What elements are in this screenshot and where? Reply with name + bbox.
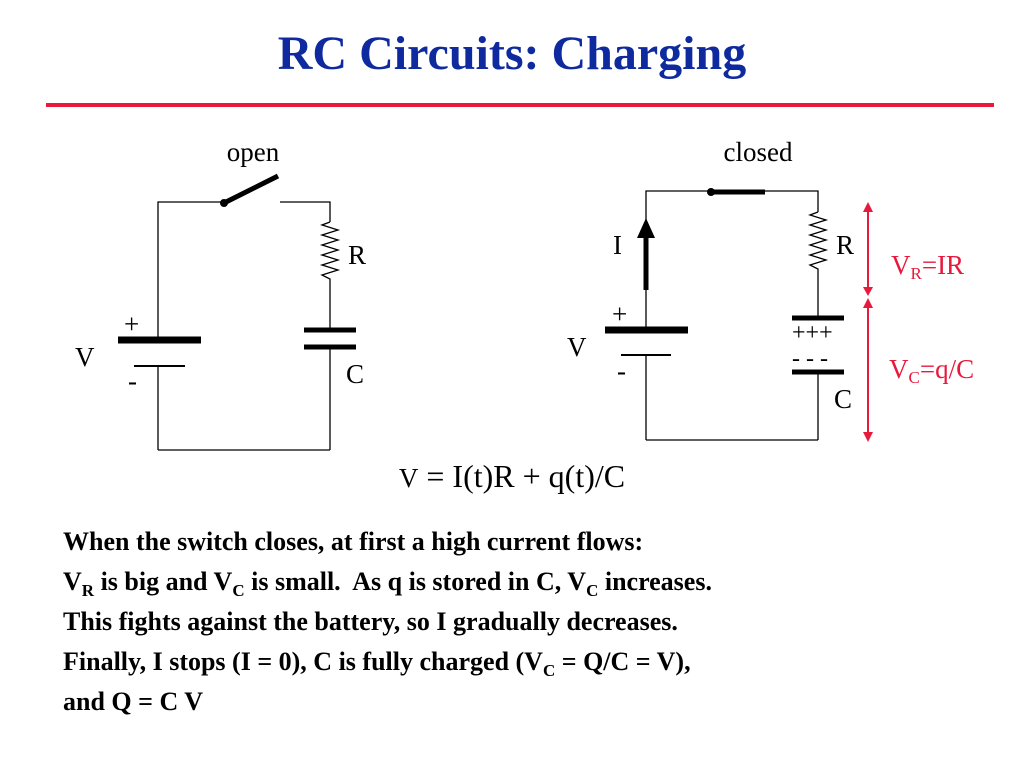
left-capacitor-label: C [346, 359, 364, 389]
left-circuit-open [118, 173, 356, 451]
left-wire-right [280, 201, 331, 222]
right-circuit-closed [605, 188, 844, 441]
left-plus-sign: + [124, 309, 139, 339]
voltage-brackets [863, 202, 873, 442]
current-label: I [613, 230, 622, 260]
vr-bracket-bottom-arrow [863, 287, 873, 296]
explanation-paragraph: When the switch closes, at first a high … [63, 522, 712, 722]
left-minus-sign: - [128, 366, 137, 396]
right-minus-sign: - [617, 356, 626, 386]
left-switch-blade [222, 173, 280, 206]
page-title: RC Circuits: Charging [277, 27, 747, 80]
right-capacitor-label: C [834, 384, 852, 414]
paragraph-line-5: and Q = C V [63, 687, 204, 716]
left-battery-label: V [75, 342, 95, 372]
vc-bracket-top-arrow [863, 298, 873, 308]
paragraph-line-2: VR is big and VC is small. As q is store… [63, 567, 712, 601]
right-resistor-label: R [836, 230, 854, 260]
current-arrow-head [637, 218, 655, 238]
right-state-label: closed [724, 137, 793, 167]
paragraph-line-4: Finally, I stops (I = 0), C is fully cha… [63, 647, 691, 681]
vc-bracket-bottom-arrow [863, 432, 873, 442]
right-battery-label: V [567, 332, 587, 362]
right-wire-top-left [645, 190, 710, 330]
paragraph-line-3: This fights against the battery, so I gr… [63, 607, 678, 636]
left-resistor-label: R [348, 240, 366, 270]
vr-equals-ir: VR=IR [891, 250, 964, 283]
left-state-label: open [227, 137, 280, 167]
loop-equation: V = I(t)R + q(t)/C [398, 458, 626, 494]
left-resistor [319, 221, 341, 284]
left-wire-loop [157, 201, 222, 339]
title-divider [46, 103, 994, 107]
right-resistor [807, 211, 829, 273]
capacitor-minus-charges: - - - [792, 346, 828, 372]
vr-bracket-top-arrow [863, 202, 873, 212]
right-wire-top-right [765, 190, 819, 212]
vc-equals-q-over-c: VC=q/C [889, 354, 974, 387]
paragraph-line-1: When the switch closes, at first a high … [63, 527, 644, 556]
right-plus-sign: + [612, 299, 627, 329]
capacitor-plus-charges: +++ [792, 320, 833, 346]
